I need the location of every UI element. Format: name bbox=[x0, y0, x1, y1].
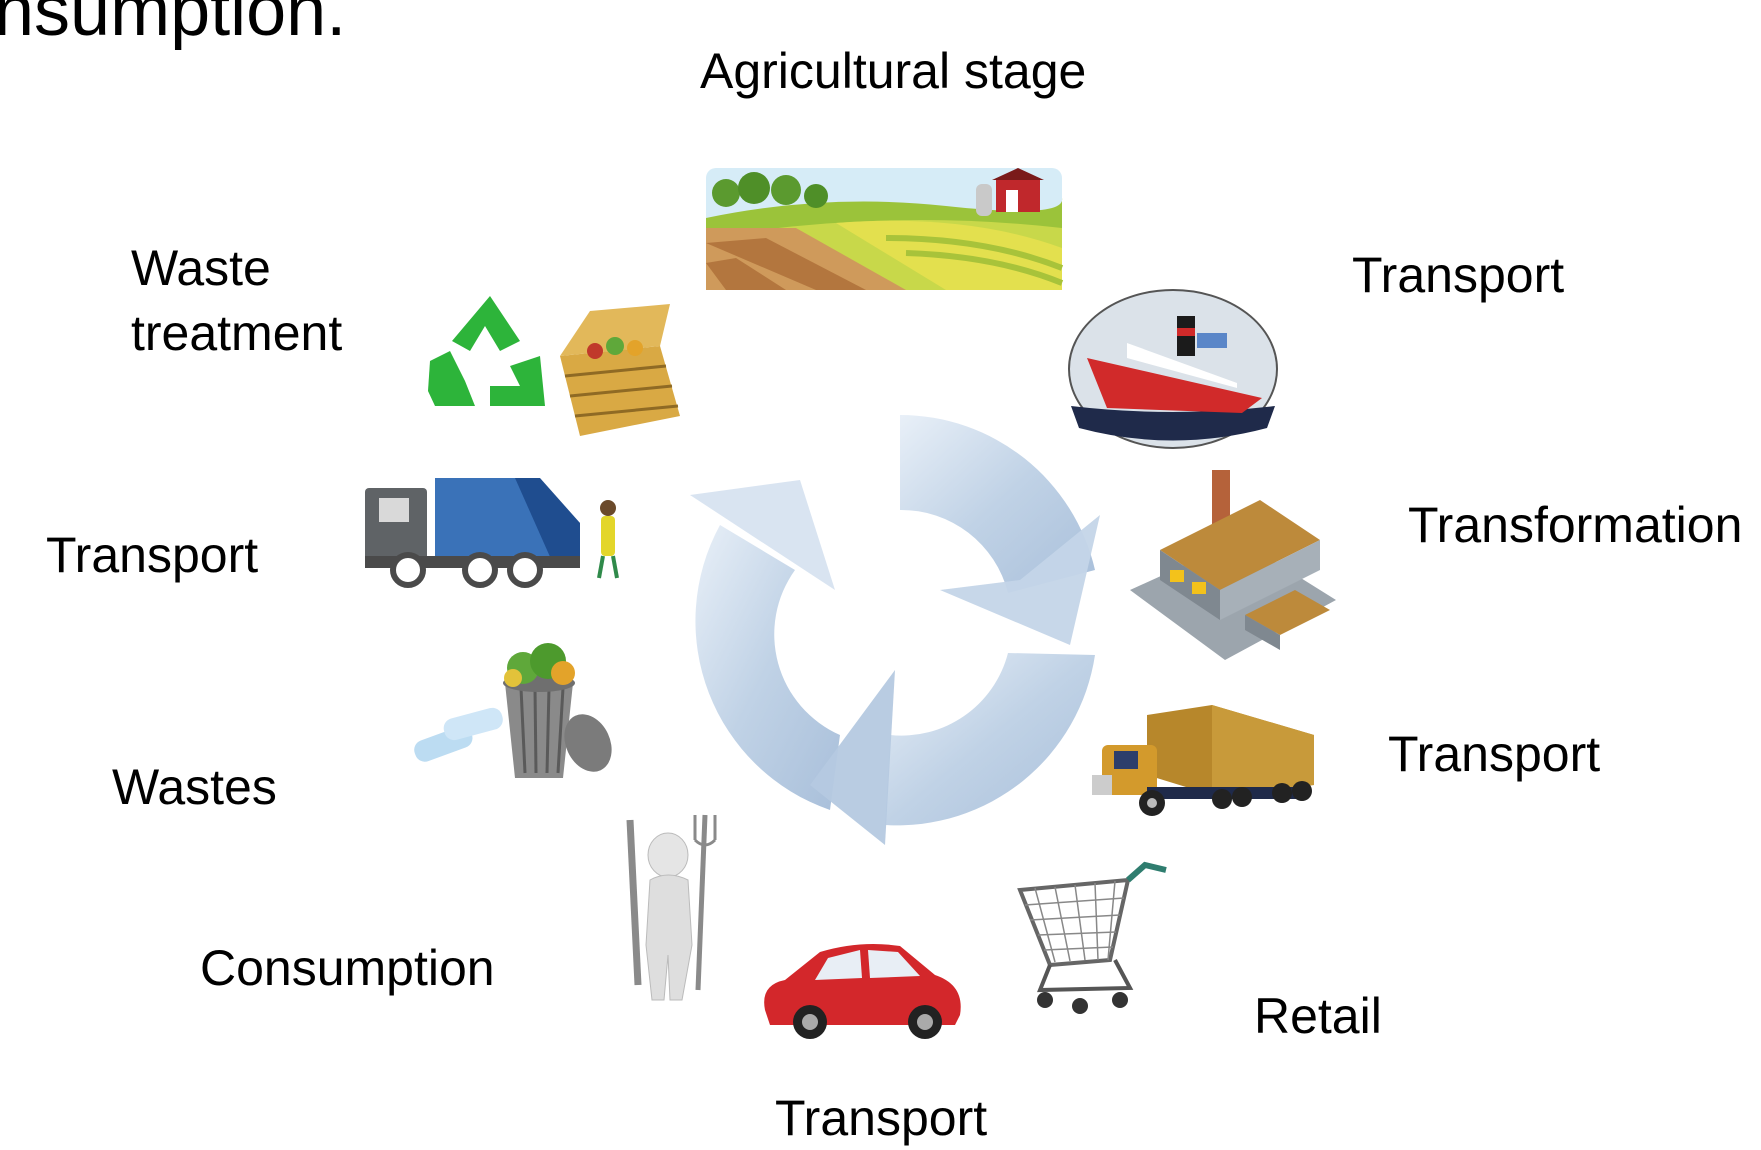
stage-label-wastes: Wastes bbox=[112, 759, 277, 815]
factory-icon bbox=[1130, 470, 1336, 660]
stage-label-waste-treatment: Waste treatment bbox=[131, 240, 343, 361]
stage-label-retail: Retail bbox=[1254, 988, 1382, 1044]
truck-icon bbox=[1092, 705, 1314, 816]
stage-label-transport-car: Transport bbox=[775, 1090, 988, 1146]
stage-label-transport-ship: Transport bbox=[1352, 247, 1565, 303]
car-icon bbox=[764, 944, 961, 1039]
recycle-compost-icon bbox=[428, 296, 680, 436]
farm-field-icon bbox=[706, 168, 1064, 290]
stage-label-transport-garbage: Transport bbox=[46, 527, 259, 583]
stage-label-transport-truck: Transport bbox=[1388, 726, 1601, 782]
person-with-cutlery-icon bbox=[626, 814, 717, 1001]
ship-icon bbox=[1068, 289, 1278, 449]
page-title: nsumption. bbox=[0, 0, 347, 51]
stage-label-agricultural: Agricultural stage bbox=[700, 43, 1087, 99]
cycle-arrows-icon bbox=[690, 414, 1100, 845]
garbage-truck-icon bbox=[365, 478, 619, 588]
trash-can-icon bbox=[414, 643, 612, 778]
stage-label-consumption: Consumption bbox=[200, 940, 495, 996]
stage-label-transformation: Transformation bbox=[1408, 497, 1743, 553]
shopping-cart-icon bbox=[1017, 861, 1167, 1014]
